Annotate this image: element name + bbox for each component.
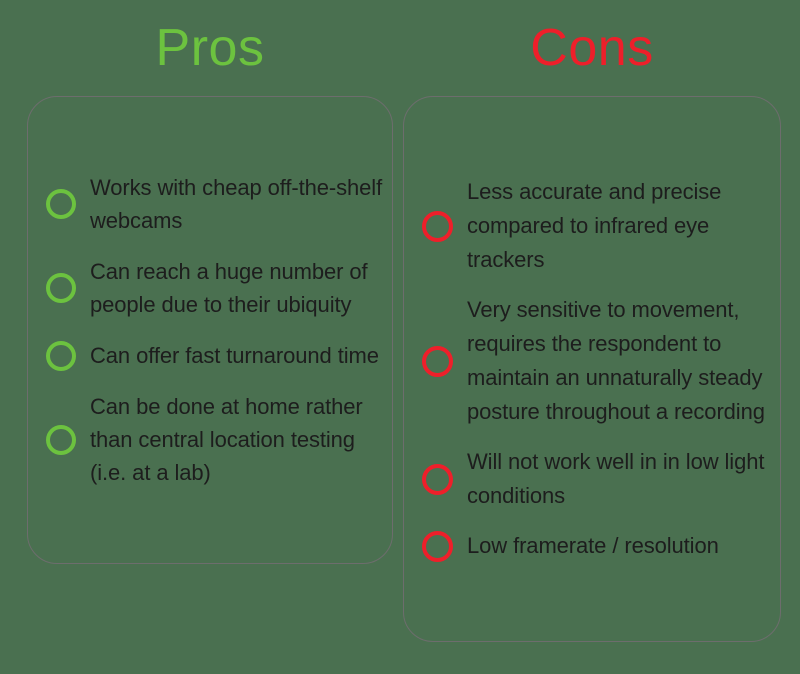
circle-outline-icon <box>46 189 76 219</box>
cons-card: Less accurate and precise compared to in… <box>403 96 781 642</box>
list-item: Very sensitive to movement, requires the… <box>412 285 772 437</box>
circle-outline-icon <box>422 463 453 495</box>
list-item: Can offer fast turnaround time <box>36 330 384 381</box>
list-item: Less accurate and precise compared to in… <box>412 167 772 285</box>
circle-outline-icon <box>422 210 453 242</box>
list-item-label: Works with cheap off-the-shelf webcams <box>90 175 383 233</box>
list-item-label: Will not work well in in low light condi… <box>467 449 765 508</box>
list-item: Can reach a huge number of people due to… <box>36 246 384 330</box>
list-item-label: Can offer fast turnaround time <box>90 343 379 368</box>
circle-outline-icon <box>46 273 76 303</box>
list-item-label: Can be done at home rather than central … <box>90 394 363 485</box>
list-item: Low framerate / resolution <box>412 521 772 571</box>
circle-outline-icon <box>422 345 453 377</box>
pros-column: Pros Works with cheap off-the-shelf webc… <box>27 0 393 564</box>
cons-column: Cons Less accurate and precise compared … <box>403 0 781 642</box>
pros-card: Works with cheap off-the-shelf webcams C… <box>27 96 393 564</box>
cons-column-title: Cons <box>530 19 654 77</box>
list-item: Can be done at home rather than central … <box>36 381 384 498</box>
circle-outline-icon <box>46 424 76 455</box>
pros-column-title: Pros <box>155 19 265 77</box>
circle-outline-icon <box>422 530 453 562</box>
circle-outline-icon <box>46 340 76 371</box>
list-item-label: Less accurate and precise compared to in… <box>467 179 722 272</box>
list-item-label: Very sensitive to movement, requires the… <box>467 297 765 424</box>
list-item: Works with cheap off-the-shelf webcams <box>36 162 384 246</box>
list-item-label: Low framerate / resolution <box>467 533 719 558</box>
list-item: Will not work well in in low light condi… <box>412 437 772 521</box>
list-item-label: Can reach a huge number of people due to… <box>90 259 368 317</box>
